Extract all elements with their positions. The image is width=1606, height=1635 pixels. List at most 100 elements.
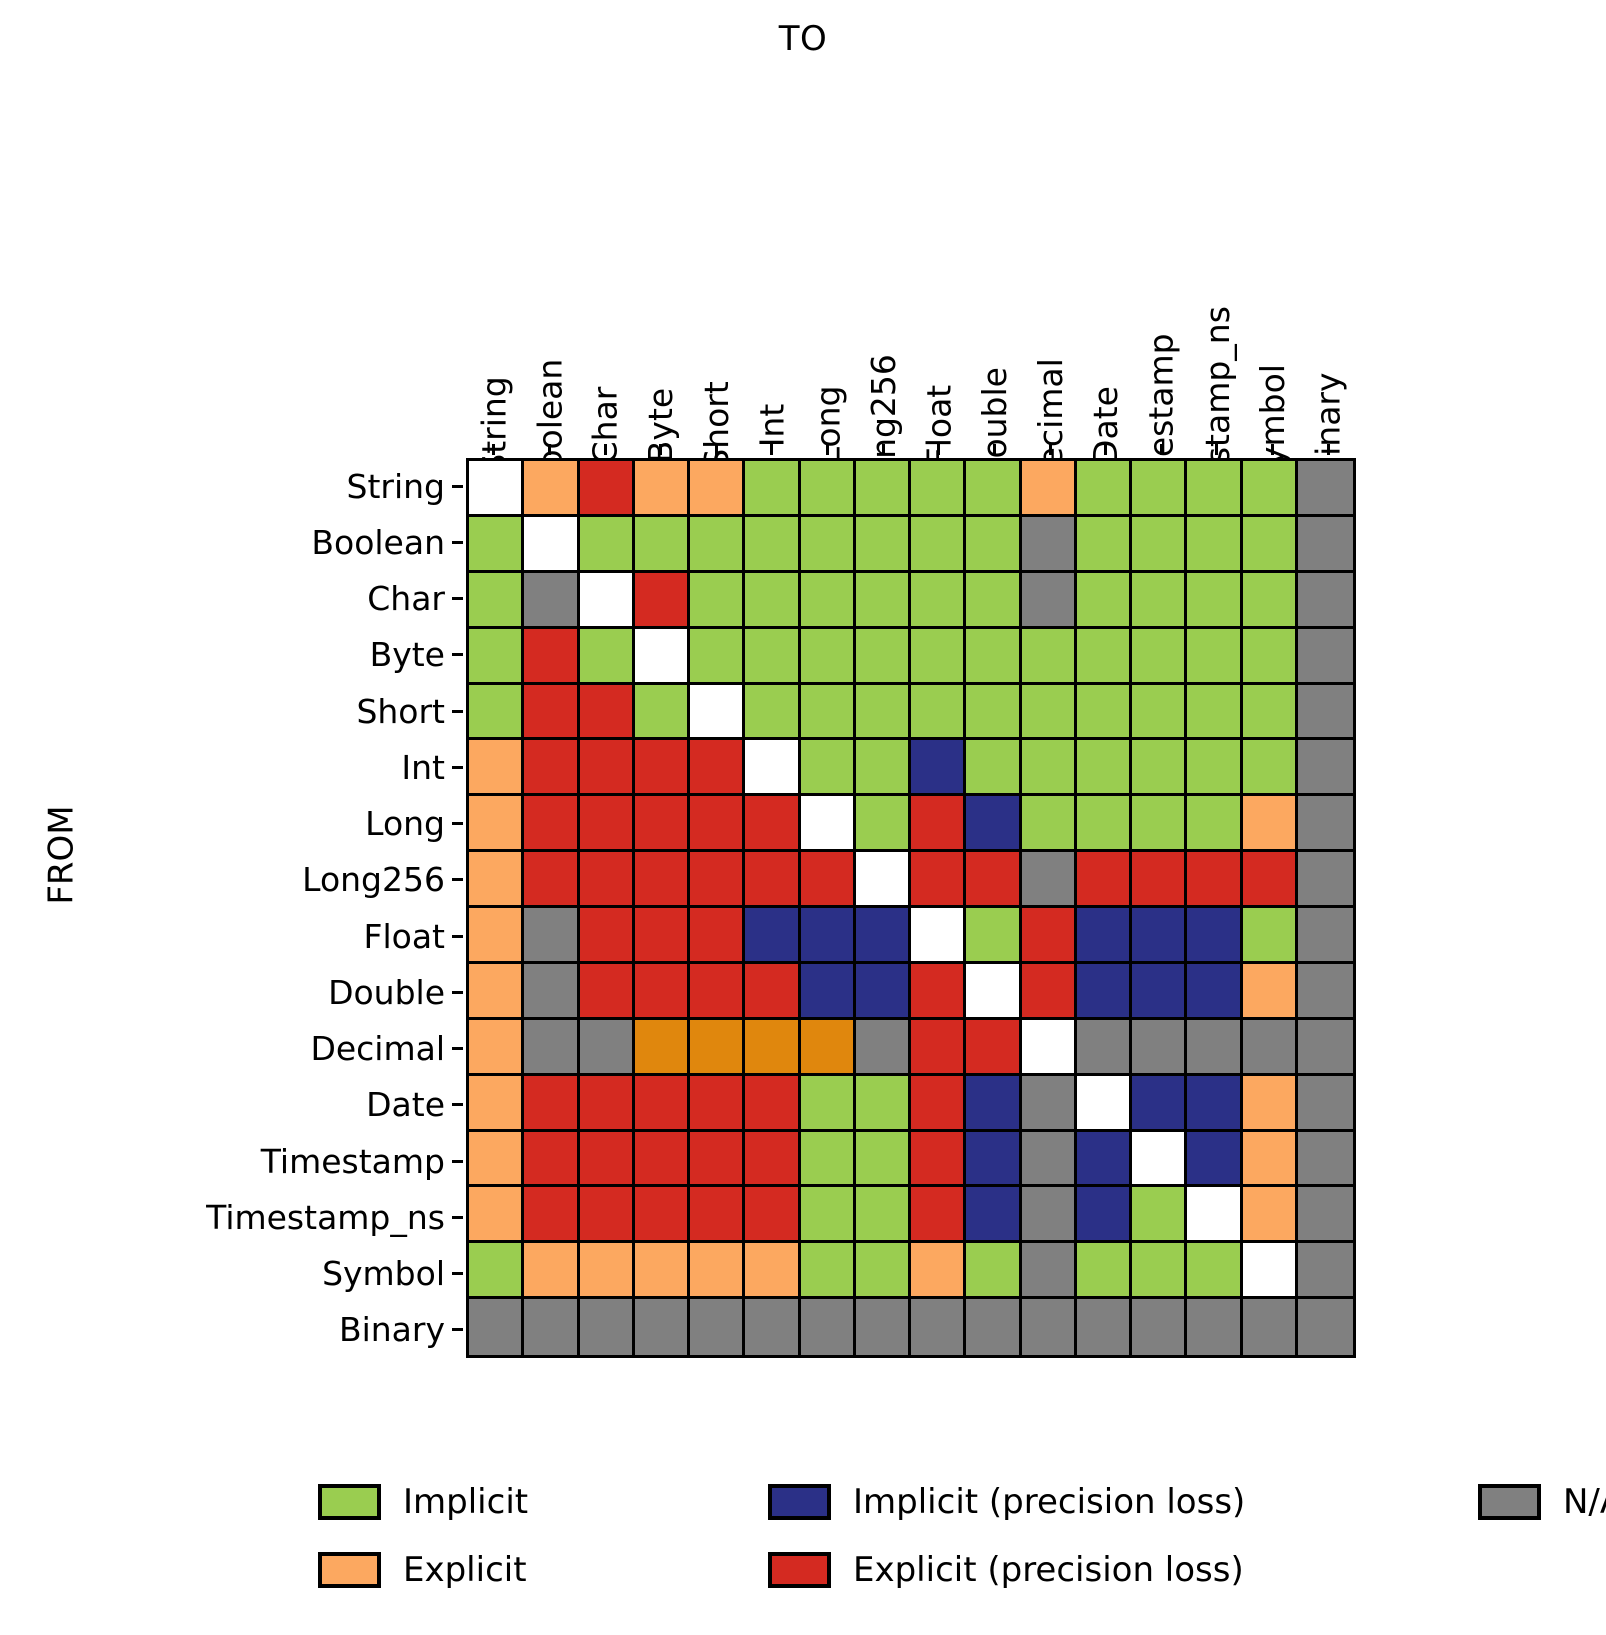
matrix-cell[interactable] [1187,1243,1243,1300]
matrix-cell[interactable] [1187,461,1243,517]
matrix-cell[interactable] [1297,1019,1353,1076]
matrix-cell[interactable] [1242,908,1298,964]
matrix-cell[interactable] [911,1187,967,1244]
matrix-cell[interactable] [855,1243,911,1300]
matrix-cell[interactable] [634,516,690,573]
matrix-cell[interactable] [911,1075,967,1132]
matrix-cell[interactable] [524,628,580,685]
matrix-cell[interactable] [1297,852,1353,908]
matrix-cell[interactable] [966,963,1022,1020]
matrix-cell[interactable] [966,852,1022,908]
matrix-cell[interactable] [524,908,580,964]
matrix-cell[interactable] [745,1131,801,1188]
matrix-cell[interactable] [524,1243,580,1300]
matrix-cell[interactable] [1187,1187,1243,1244]
matrix-cell[interactable] [579,461,635,517]
matrix-cell[interactable] [1076,516,1132,573]
matrix-cell[interactable] [1187,1299,1243,1355]
matrix-cell[interactable] [966,908,1022,964]
matrix-cell[interactable] [1076,1299,1132,1355]
matrix-cell[interactable] [690,516,746,573]
matrix-cell[interactable] [1187,740,1243,797]
matrix-cell[interactable] [1297,740,1353,797]
matrix-cell[interactable] [1076,796,1132,853]
matrix-cell[interactable] [1021,1299,1077,1355]
matrix-cell[interactable] [1132,1075,1188,1132]
matrix-cell[interactable] [1076,852,1132,908]
matrix-cell[interactable] [634,628,690,685]
matrix-cell[interactable] [1021,516,1077,573]
matrix-cell[interactable] [1021,1019,1077,1076]
matrix-cell[interactable] [800,740,856,797]
matrix-cell[interactable] [966,1243,1022,1300]
matrix-cell[interactable] [524,1299,580,1355]
matrix-cell[interactable] [855,1131,911,1188]
matrix-cell[interactable] [800,1243,856,1300]
matrix-cell[interactable] [1021,908,1077,964]
matrix-cell[interactable] [1187,908,1243,964]
matrix-cell[interactable] [1076,461,1132,517]
matrix-cell[interactable] [1242,516,1298,573]
matrix-cell[interactable] [634,908,690,964]
matrix-cell[interactable] [1021,852,1077,908]
matrix-cell[interactable] [911,908,967,964]
matrix-cell[interactable] [911,963,967,1020]
matrix-cell[interactable] [966,1131,1022,1188]
matrix-cell[interactable] [690,1131,746,1188]
matrix-cell[interactable] [1021,1243,1077,1300]
matrix-cell[interactable] [1076,1019,1132,1076]
matrix-cell[interactable] [855,1299,911,1355]
matrix-cell[interactable] [1242,796,1298,853]
matrix-cell[interactable] [524,684,580,741]
legend-entry-implicit[interactable]: Implicit [318,1484,528,1520]
matrix-cell[interactable] [1297,796,1353,853]
matrix-cell[interactable] [1297,684,1353,741]
matrix-cell[interactable] [1187,1131,1243,1188]
matrix-cell[interactable] [690,740,746,797]
matrix-cell[interactable] [800,516,856,573]
matrix-cell[interactable] [966,1019,1022,1076]
matrix-cell[interactable] [524,852,580,908]
matrix-cell[interactable] [469,684,525,741]
matrix-cell[interactable] [579,516,635,573]
matrix-cell[interactable] [855,740,911,797]
matrix-cell[interactable] [469,1075,525,1132]
matrix-cell[interactable] [579,852,635,908]
matrix-cell[interactable] [1297,963,1353,1020]
matrix-cell[interactable] [1187,516,1243,573]
matrix-cell[interactable] [634,1243,690,1300]
matrix-cell[interactable] [524,963,580,1020]
matrix-cell[interactable] [579,796,635,853]
matrix-cell[interactable] [690,1075,746,1132]
matrix-cell[interactable] [745,684,801,741]
matrix-cell[interactable] [1021,461,1077,517]
matrix-cell[interactable] [634,461,690,517]
matrix-cell[interactable] [524,1075,580,1132]
matrix-cell[interactable] [1132,684,1188,741]
matrix-cell[interactable] [579,908,635,964]
matrix-cell[interactable] [745,1187,801,1244]
matrix-cell[interactable] [800,628,856,685]
matrix-cell[interactable] [966,1299,1022,1355]
matrix-cell[interactable] [1132,1019,1188,1076]
matrix-cell[interactable] [690,628,746,685]
matrix-cell[interactable] [1242,1019,1298,1076]
matrix-cell[interactable] [469,572,525,629]
matrix-cell[interactable] [1132,516,1188,573]
matrix-cell[interactable] [1242,852,1298,908]
matrix-cell[interactable] [966,740,1022,797]
matrix-cell[interactable] [579,1243,635,1300]
matrix-cell[interactable] [690,852,746,908]
legend-entry-explicit[interactable]: Explicit [318,1552,527,1588]
matrix-cell[interactable] [855,1075,911,1132]
matrix-cell[interactable] [1242,1243,1298,1300]
matrix-cell[interactable] [1187,572,1243,629]
matrix-cell[interactable] [634,1131,690,1188]
matrix-cell[interactable] [579,1299,635,1355]
matrix-cell[interactable] [469,1019,525,1076]
matrix-cell[interactable] [745,908,801,964]
matrix-cell[interactable] [911,796,967,853]
matrix-cell[interactable] [745,1075,801,1132]
matrix-cell[interactable] [579,628,635,685]
matrix-cell[interactable] [1076,684,1132,741]
